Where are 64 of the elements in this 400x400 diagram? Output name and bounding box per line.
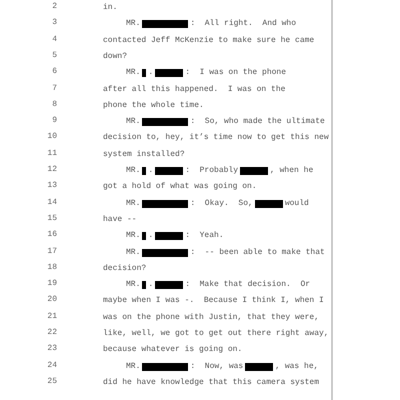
line-number: 15 bbox=[46, 214, 57, 223]
line-number: 7 bbox=[51, 84, 57, 92]
transcript-text: have -- bbox=[103, 214, 137, 226]
transcript-text: like, well, we got to get out there right away, bbox=[103, 328, 329, 340]
line-number: 8 bbox=[51, 100, 57, 109]
transcript-text: : Probably bbox=[185, 165, 238, 177]
transcript-text: contacted Jeff McKenzie to make sure he came bbox=[103, 34, 314, 47]
transcript-text: , when he bbox=[270, 165, 314, 177]
transcript-text: MR. bbox=[126, 279, 140, 292]
transcript-text: : Okay. So, bbox=[190, 198, 253, 210]
transcript-text: because whatever is going on. bbox=[103, 344, 242, 356]
transcript-text: after all this happened. I was on the bbox=[103, 84, 286, 96]
transcript-text: . bbox=[148, 165, 154, 177]
transcript-text: : Now, was bbox=[190, 360, 244, 373]
transcript-text: : Make that decision. Or bbox=[185, 279, 310, 292]
transcript-text: down? bbox=[103, 50, 128, 63]
transcript-text: MR. bbox=[126, 116, 140, 128]
transcript-text: : So, who made the ultimate bbox=[190, 116, 325, 128]
line-number: 20 bbox=[46, 295, 57, 304]
transcript-text: MR. bbox=[126, 360, 140, 373]
line-number: 17 bbox=[46, 246, 57, 256]
line-number: 25 bbox=[46, 376, 57, 386]
transcript-text: MR. bbox=[126, 198, 140, 210]
transcript-text: , was he, bbox=[275, 360, 318, 373]
transcript-text: got a hold of what was going on. bbox=[103, 181, 257, 194]
line-number: 9 bbox=[51, 116, 57, 126]
transcript-text: : I was on the phone bbox=[185, 67, 286, 80]
transcript-text: MR. bbox=[126, 18, 140, 30]
line-number: 18 bbox=[46, 262, 57, 272]
transcript-text: phone the whole time. bbox=[103, 100, 204, 112]
transcript-text: : All right. And who bbox=[190, 18, 296, 30]
line-number: 19 bbox=[46, 279, 57, 288]
transcript-text: : -- been able to make that bbox=[190, 246, 325, 258]
line-number: 12 bbox=[46, 165, 57, 174]
transcript-text: was on the phone with Justin, that they were, bbox=[103, 312, 320, 324]
transcript-text: . bbox=[148, 279, 154, 292]
transcript-text: in. bbox=[103, 2, 118, 14]
line-number: 2 bbox=[51, 2, 57, 11]
transcript-text: MR. bbox=[126, 246, 140, 258]
line-number: 3 bbox=[51, 18, 57, 28]
transcript-text: decision to, hey, it’s time now to get this new bbox=[103, 132, 329, 144]
transcript-text: did he have knowledge that this camera system bbox=[103, 376, 320, 389]
line-number: 4 bbox=[51, 34, 57, 44]
line-number: 11 bbox=[46, 148, 57, 158]
line-number: 13 bbox=[46, 181, 57, 190]
line-number: 10 bbox=[46, 132, 57, 142]
line-number: 5 bbox=[51, 50, 57, 60]
line-number: 16 bbox=[46, 230, 57, 240]
line-number: 14 bbox=[46, 198, 57, 207]
line-number: 22 bbox=[46, 328, 57, 337]
line-number: 24 bbox=[46, 360, 57, 370]
line-number: 23 bbox=[46, 344, 57, 354]
transcript-text: system installed? bbox=[103, 148, 185, 161]
transcript-text: : Yeah. bbox=[185, 230, 224, 242]
transcript-text: MR. bbox=[126, 165, 140, 177]
transcript-text: decision? bbox=[103, 262, 146, 275]
transcript-text: MR. bbox=[126, 67, 140, 80]
transcript-text: maybe when I was -. Because I think I, when I bbox=[103, 295, 324, 308]
line-number: 6 bbox=[51, 67, 57, 76]
transcript-text: . bbox=[148, 230, 154, 242]
line-number: 21 bbox=[46, 312, 57, 321]
transcript-text: . bbox=[148, 67, 154, 80]
transcript-text: would bbox=[284, 198, 309, 210]
transcript-text: MR. bbox=[126, 230, 140, 242]
